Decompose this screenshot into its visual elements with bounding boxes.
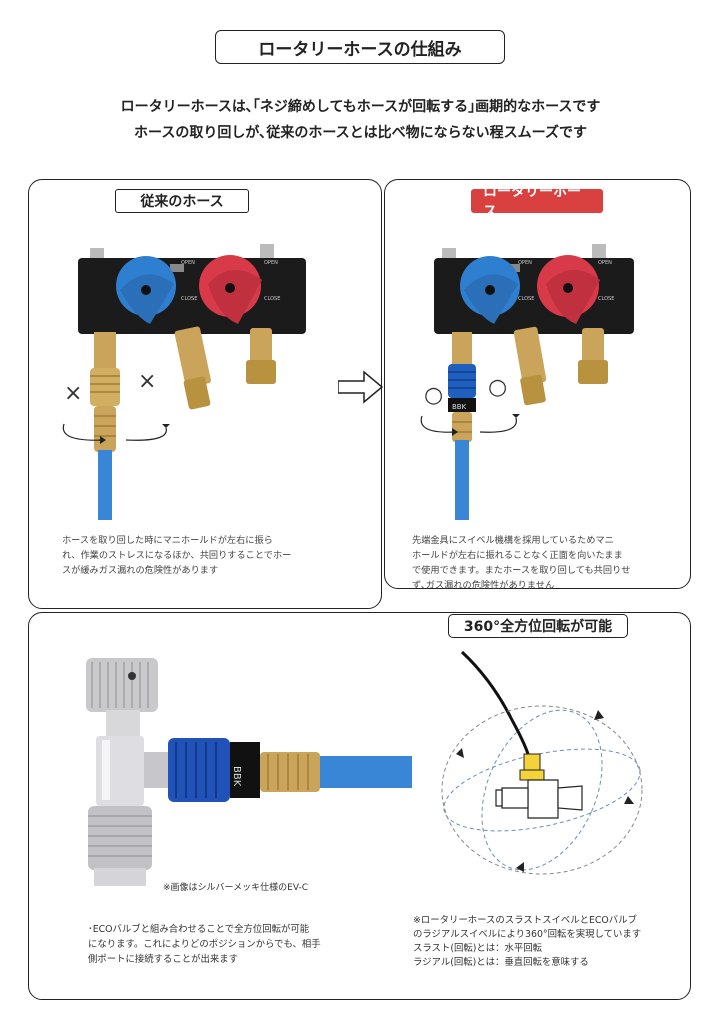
ok-mark-right: ○: [488, 375, 507, 400]
rotary-caption: 先端金具にスイベル機構を採用しているためマニ ホールドが左右に振れることなく正面…: [412, 535, 631, 591]
coupler-brand-label: BBK: [231, 766, 242, 787]
close-label: CLOSE: [181, 296, 197, 302]
open-label: OPEN: [181, 260, 195, 266]
right-arrow-icon: [338, 370, 384, 404]
ng-mark-left: ×: [64, 381, 82, 406]
intro-line-2: ホースの取り回しが､従来のホースとは比べ物にならない程スムーズです: [134, 125, 587, 141]
open-label: OPEN: [264, 260, 278, 266]
conventional-manifold-photo: OPEN CLOSE OPEN CLOSE × ×: [62, 244, 306, 520]
coupler-brand-label: BBK: [452, 403, 467, 411]
close-label: CLOSE: [518, 296, 534, 302]
conventional-hose-label: 従来のホース: [115, 189, 249, 213]
page-title: ロータリーホースの仕組み: [215, 30, 505, 64]
close-label: CLOSE: [598, 296, 614, 302]
close-label: CLOSE: [264, 296, 280, 302]
ok-mark-left: ○: [424, 383, 443, 408]
rotary-hose-label: ロータリーホース: [471, 184, 603, 220]
conventional-caption: ホースを取り回した時にマニホールドが左右に振ら れ、作業のストレスになるほか、共…: [62, 535, 292, 576]
eco-valve-photo: BBK: [86, 658, 412, 886]
open-label: OPEN: [598, 260, 612, 266]
ng-mark-right: ×: [138, 369, 156, 394]
open-label: OPEN: [518, 260, 532, 266]
rotary-manifold-photo: OPEN CLOSE OPEN CLOSE BBK ○ ○: [420, 244, 634, 520]
omni-caption-left: ･ECOバルブと組み合わせることで全方位回転が可能 になります。これによりどのポ…: [88, 924, 321, 965]
rotation-diagram: [441, 650, 643, 875]
photo-note: ※画像はシルバーメッキ仕様のEV-C: [163, 883, 309, 893]
omni-caption-right: ※ロータリーホースのスラストスイベルとECOバルブ のラジアルスイベルにより36…: [413, 915, 642, 968]
intro-line-1: ロータリーホースは､｢ネジ締めしてもホースが回転する｣画期的なホースです: [120, 99, 601, 115]
omni-rotation-label: 360°全方位回転が可能: [448, 614, 628, 638]
